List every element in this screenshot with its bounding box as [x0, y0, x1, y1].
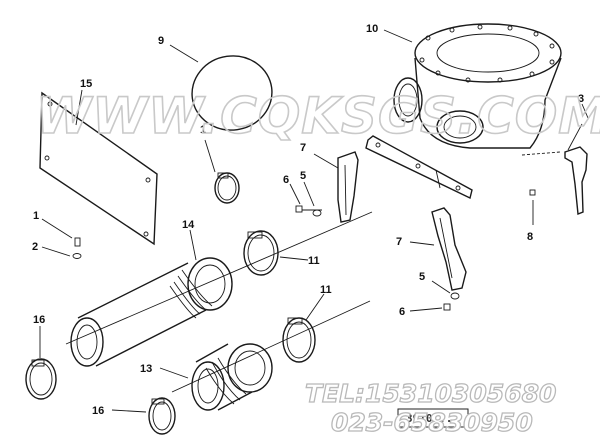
part-9-cover: [191, 55, 273, 131]
callout-10: 10: [366, 23, 378, 35]
part-3-bracket: [521, 123, 588, 215]
watermark-tel: TEL:15310305680: [305, 379, 556, 408]
callout-7-upper: 7: [300, 142, 306, 154]
part-15-plate: [39, 91, 158, 246]
leader-lines: [39, 29, 589, 413]
clamp-16-bottom: [148, 397, 176, 435]
callout-9: 9: [158, 35, 164, 47]
part-13-flex-hose: [191, 343, 273, 411]
clamp-11-upper: [243, 230, 279, 276]
washer-5-upper: [312, 209, 322, 217]
callout-5-lower: 5: [419, 271, 425, 283]
watermark-site: WWW.CQKSGS.COM: [36, 87, 600, 145]
callout-14: 14: [182, 219, 195, 231]
axis-line-right: [171, 300, 371, 393]
part-7-upper-bracket: [337, 151, 359, 223]
callout-3: 3: [578, 93, 584, 105]
callout-15: 15: [80, 78, 92, 90]
callout-11-lower: 11: [320, 284, 332, 296]
callout-12: 1: [200, 124, 206, 136]
stamp-box: 3910...: [397, 408, 469, 428]
callout-6-lower: 6: [399, 306, 405, 318]
part-10-housing: [393, 23, 562, 149]
callout-11-upper: 11: [308, 255, 320, 267]
callout-7-lower: 7: [396, 236, 402, 248]
callout-1: 1: [33, 210, 39, 222]
washer-5-lower: [450, 292, 460, 300]
axis-line-left: [65, 211, 373, 345]
callout-16-left: 16: [33, 314, 45, 326]
bolt-1: [74, 237, 81, 247]
callout-13: 13: [140, 363, 152, 375]
mounting-bar: [365, 135, 473, 200]
callout-5-upper: 5: [300, 170, 306, 182]
bolt-6-lower: [443, 303, 451, 311]
callout-8: 8: [527, 231, 533, 243]
part-7-lower-bracket: [431, 207, 467, 291]
nut-8: [529, 189, 536, 196]
part-14-flex-hose: [70, 257, 233, 367]
clamp-11-lower: [282, 317, 316, 363]
callout-numbers: 15 9 10 3 1 7 6 5 1 2 14 11 11 16 13 16 …: [32, 23, 584, 417]
stamp-text: 3910...: [406, 412, 452, 425]
callout-2: 2: [32, 241, 38, 253]
watermark-phone: 023-65830950: [331, 408, 533, 437]
bolt-6-upper: [295, 205, 322, 213]
washer-2: [72, 253, 82, 259]
callout-16-bottom: 16: [92, 405, 104, 417]
clamp-16-left: [25, 358, 57, 400]
clamp-12: [214, 172, 240, 204]
callout-6-upper: 6: [283, 174, 289, 186]
